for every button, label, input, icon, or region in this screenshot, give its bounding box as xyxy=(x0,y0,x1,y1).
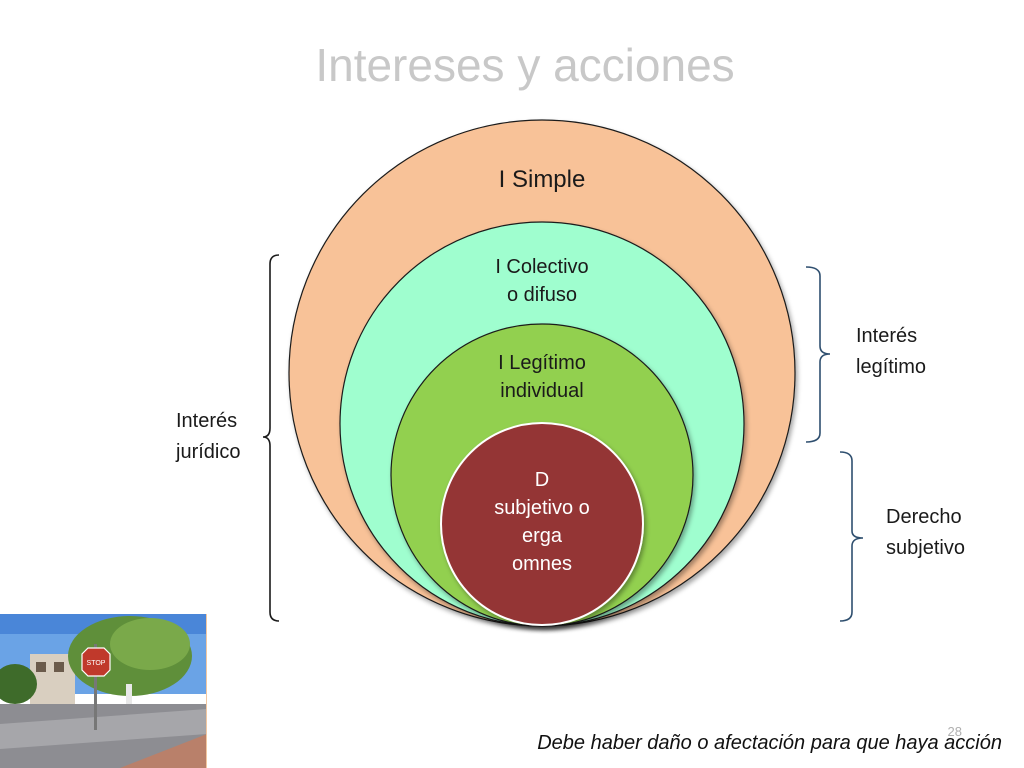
interes-legitimo-label: Interés legítimo xyxy=(856,321,926,383)
text-line: D xyxy=(534,469,550,491)
text-line: jurídico xyxy=(176,441,241,463)
slide-title: Intereses y acciones xyxy=(315,39,735,91)
bracket-right-bottom xyxy=(839,451,864,622)
derecho-subjetivo-label: Derecho subjetivo xyxy=(886,502,965,564)
text-line: individual xyxy=(500,380,584,402)
bracket-right-top xyxy=(805,266,831,443)
text-line: legítimo xyxy=(856,356,927,378)
text-line: Interés xyxy=(856,325,918,347)
interes-juridico-label: Interés jurídico xyxy=(176,406,240,468)
text-line: Interés xyxy=(176,410,238,432)
bracket-left xyxy=(262,254,280,622)
text-line: erga xyxy=(521,525,563,547)
svg-text:STOP: STOP xyxy=(87,660,106,667)
text-line: I Legítimo xyxy=(498,352,586,374)
slide-number: 28 xyxy=(947,724,962,739)
circle-legitimo-label: I Legítimo individual xyxy=(452,349,632,405)
text-line: I Colectivo xyxy=(495,256,589,278)
text-line: Derecho xyxy=(886,506,962,528)
circle-colectivo-label: I Colectivo o difuso xyxy=(452,253,632,309)
text-line: o difuso xyxy=(506,284,578,306)
footer-note: Debe haber daño o afectación para que ha… xyxy=(537,732,1002,754)
text-line: subjetivo xyxy=(886,537,965,559)
text-line: subjetivo o xyxy=(494,497,590,519)
circle-subjetivo xyxy=(440,422,644,626)
circle-simple-label: I Simple xyxy=(442,166,642,194)
street-photo: STOP xyxy=(0,614,207,768)
text-line: I Simple xyxy=(498,166,586,193)
text-line: omnes xyxy=(511,553,573,575)
circle-subjetivo-label: D subjetivo o erga omnes xyxy=(462,466,622,578)
